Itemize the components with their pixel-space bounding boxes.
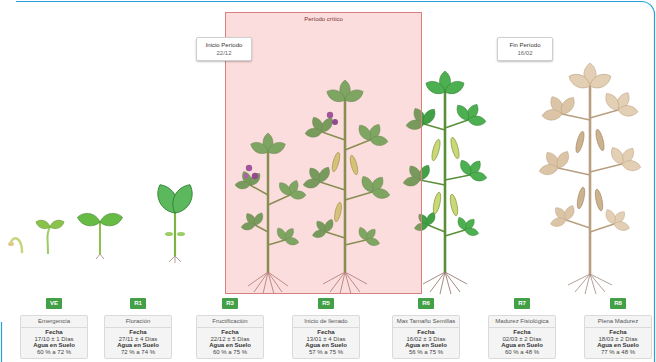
stage-card: FructificaciónFecha22/12 ± 5 DíasAgua en… bbox=[196, 315, 264, 359]
stage-detail: 18/03 ± 2 Días bbox=[585, 336, 651, 343]
seedling-hook bbox=[8, 238, 22, 252]
stage-badge: R7 bbox=[514, 298, 530, 309]
badge-text: R5 bbox=[318, 298, 334, 309]
stage-detail: Agua en Suelo bbox=[585, 342, 651, 349]
stage-detail: 60 % a 75 % bbox=[197, 349, 263, 356]
stage-title: Plena Madurez bbox=[585, 316, 651, 328]
stage-detail: Agua en Suelo bbox=[293, 342, 359, 349]
stage-detail: Fecha bbox=[585, 329, 651, 336]
stage-detail: 22/12 ± 5 Días bbox=[197, 336, 263, 343]
period-start-callout: Inicio Período22/12 bbox=[196, 37, 252, 61]
stage-detail: 56 % a 75 % bbox=[393, 349, 459, 356]
stage-badge: R1 bbox=[130, 298, 146, 309]
callout-text: 22/12 bbox=[201, 49, 247, 57]
stage-card: Inicio de llenadoFecha13/01 ± 4 DíasAgua… bbox=[292, 315, 360, 359]
stage-detail: 17/10 ± 1 Días bbox=[21, 336, 87, 343]
stage-title: Floración bbox=[105, 316, 171, 328]
stage-title: Madurez Fisiológica bbox=[489, 316, 555, 328]
stage-title: Max Tamaño Semillas bbox=[393, 316, 459, 328]
stage-detail: Fecha bbox=[393, 329, 459, 336]
stage-detail: Fecha bbox=[197, 329, 263, 336]
stage-detail: Agua en Suelo bbox=[393, 342, 459, 349]
stage-detail: 57 % a 75 % bbox=[293, 349, 359, 356]
stage-detail: Fecha bbox=[21, 329, 87, 336]
stage-badge: R3 bbox=[222, 298, 238, 309]
stage-card: Max Tamaño SemillasFecha16/02 ± 3 DíasAg… bbox=[392, 315, 460, 359]
seedling-open bbox=[76, 211, 124, 259]
callout-text: 16/02 bbox=[502, 49, 548, 57]
stage-detail: Fecha bbox=[489, 329, 555, 336]
stage-detail: 72 % a 74 % bbox=[105, 349, 171, 356]
stage-title: Fructificación bbox=[197, 316, 263, 328]
badge-text: R1 bbox=[130, 298, 146, 309]
badge-text: R7 bbox=[514, 298, 530, 309]
badge-text: R3 bbox=[222, 298, 238, 309]
stage-detail: Agua en Suelo bbox=[489, 342, 555, 349]
callout-text: Inicio Período bbox=[201, 41, 247, 49]
stage-detail: Agua en Suelo bbox=[21, 342, 87, 349]
callout-text: Fin Período bbox=[502, 41, 548, 49]
stage-card: EmergenciaFecha17/10 ± 1 DíasAgua en Sue… bbox=[20, 315, 88, 359]
stage-detail: 27/11 ± 4 Días bbox=[105, 336, 171, 343]
stage-detail: Agua en Suelo bbox=[105, 342, 171, 349]
badge-text: R8 bbox=[610, 298, 626, 309]
seedling-cotyledon bbox=[35, 218, 66, 254]
stage-card: Plena MadurezFecha18/03 ± 2 DíasAgua en … bbox=[584, 315, 652, 359]
badge-text: R6 bbox=[418, 298, 434, 309]
stage-detail: 77 % a 48 % bbox=[585, 349, 651, 356]
stage-detail: 16/02 ± 3 Días bbox=[393, 336, 459, 343]
stage-card: Madurez FisiológicaFecha02/03 ± 2 DíasAg… bbox=[488, 315, 556, 359]
period-end-callout: Fin Período16/02 bbox=[497, 37, 553, 61]
stage-badge: R6 bbox=[418, 298, 434, 309]
stage-detail: 13/01 ± 4 Días bbox=[293, 336, 359, 343]
badge-text: VE bbox=[46, 298, 62, 309]
stage-detail: Fecha bbox=[293, 329, 359, 336]
stage-badge: R8 bbox=[610, 298, 626, 309]
stage-detail: Agua en Suelo bbox=[197, 342, 263, 349]
stage-badge: VE bbox=[46, 298, 62, 309]
critical-period-band: Período crítico bbox=[225, 12, 422, 294]
stage-title: Inicio de llenado bbox=[293, 316, 359, 328]
stage-detail: Fecha bbox=[105, 329, 171, 336]
stage-detail: 60 % a 72 % bbox=[21, 349, 87, 356]
stage-detail: 60 % a 48 % bbox=[489, 349, 555, 356]
stage-badge: R5 bbox=[318, 298, 334, 309]
seedling-unifoliate bbox=[153, 181, 198, 263]
stage-detail: 02/03 ± 2 Días bbox=[489, 336, 555, 343]
stage-title: Emergencia bbox=[21, 316, 87, 328]
plant-mature bbox=[531, 63, 648, 294]
band-text: Período crítico bbox=[226, 16, 421, 22]
stage-card: FloraciónFecha27/11 ± 4 DíasAgua en Suel… bbox=[104, 315, 172, 359]
